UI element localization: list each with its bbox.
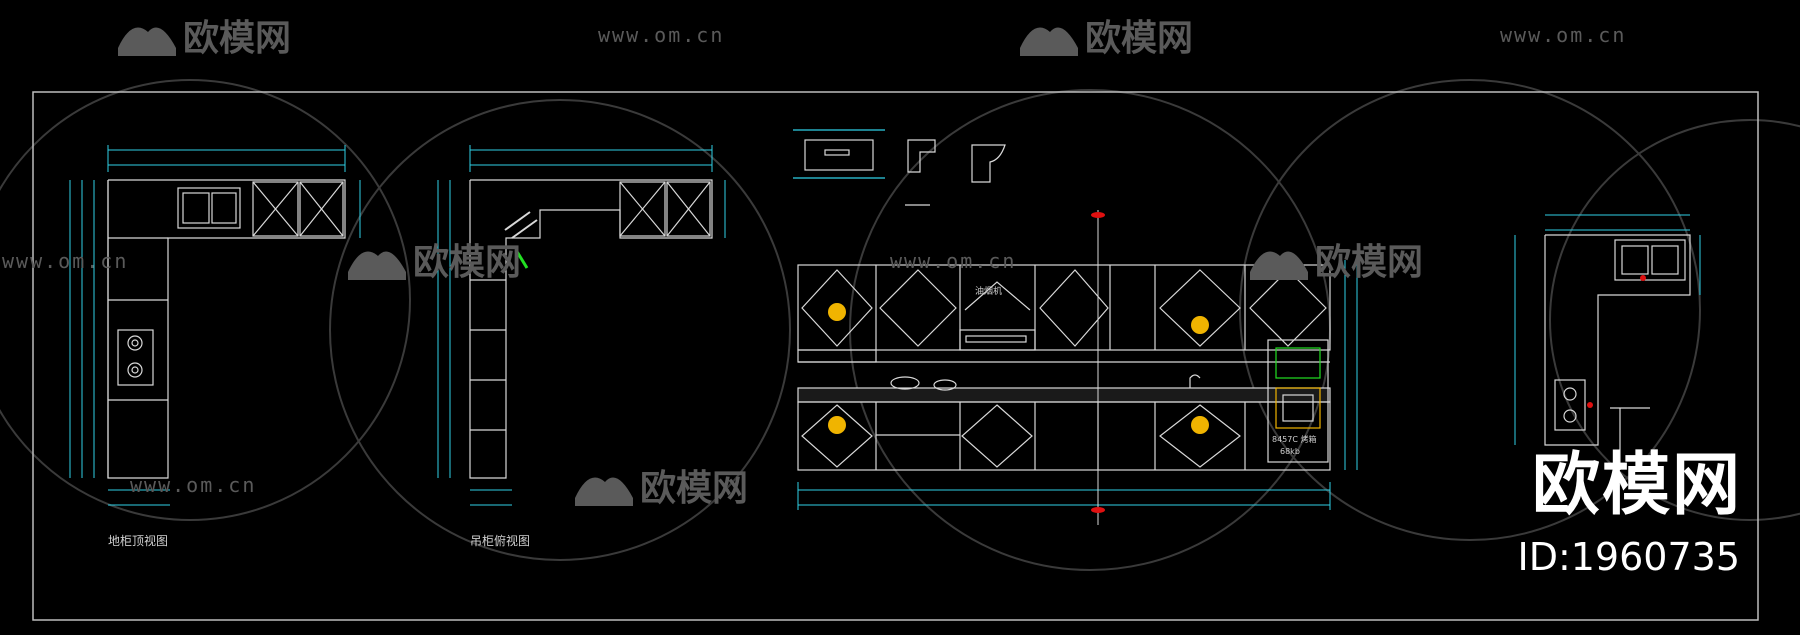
detail-sections	[793, 129, 1006, 206]
watermark-url-5: www.om.cn	[130, 473, 256, 497]
watermark-logos: 欧模网 欧模网 欧模网 欧模网 欧模网 www.om.cn www.om.cn …	[2, 18, 1626, 509]
svg-text:欧模网: 欧模网	[413, 242, 521, 283]
watermark-url-4: www.om.cn	[890, 249, 1016, 273]
watermark-url-3: www.om.cn	[2, 249, 128, 273]
svg-text:欧模网: 欧模网	[1315, 242, 1423, 283]
cabinet-knobs	[828, 303, 1209, 434]
svg-text:欧模网: 欧模网	[640, 468, 748, 509]
axis-mark-bottom	[1091, 507, 1105, 513]
green-marker	[514, 249, 529, 269]
watermark-logo-4: 欧模网	[1250, 242, 1423, 283]
svg-text:欧模网: 欧模网	[183, 18, 291, 59]
range-hood-tag: 油烟机	[975, 285, 1002, 297]
base-cabinet-plan	[69, 145, 361, 506]
watermark-logo-5: 欧模网	[575, 468, 748, 509]
watermark-url-2: www.om.cn	[1500, 23, 1626, 47]
wall-cabinet-plan	[437, 145, 726, 506]
wall-plan-label: 吊柜俯视图	[470, 533, 530, 548]
appliance-tag-line2: 68kb	[1280, 447, 1300, 456]
asset-id: ID:1960735	[1517, 535, 1740, 579]
watermark-logo-3: 欧模网	[348, 242, 521, 283]
kitchen-elevation	[797, 260, 1358, 510]
right-cabinet-plan	[1514, 214, 1701, 470]
axis-mark-top	[1091, 212, 1105, 218]
brand-name: 欧模网	[1531, 446, 1742, 525]
watermark-circles	[0, 79, 1800, 571]
floor-plan-label: 地柜顶视图	[108, 533, 168, 548]
drawing-frame	[32, 91, 1759, 621]
watermark-url-1: www.om.cn	[598, 23, 724, 47]
watermark-logo-2: 欧模网	[1020, 18, 1193, 59]
watermark-logo-1: 欧模网	[118, 18, 291, 59]
red-markers	[1587, 275, 1646, 408]
appliance-tag-line1: 8457C 烤箱	[1272, 434, 1317, 444]
svg-text:欧模网: 欧模网	[1085, 18, 1193, 59]
